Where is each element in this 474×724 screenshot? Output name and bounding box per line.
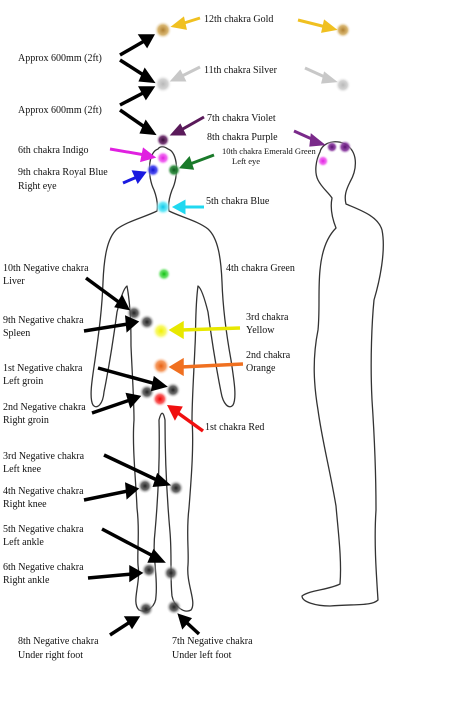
chakra-1-red-dot	[152, 391, 168, 407]
label-negative-6-line1: 6th Negative chakra	[3, 562, 84, 573]
negative-5-left-ankle-dot	[163, 565, 179, 581]
arrow-5-blue	[171, 199, 204, 215]
label-negative-5-line2: Left ankle	[3, 537, 44, 548]
negative-3-left-knee-dot	[168, 480, 184, 496]
label-chakra-12: 12th chakra Gold	[204, 14, 273, 25]
label-chakra-7: 7th chakra Violet	[207, 113, 276, 124]
label-chakra-3-line1: 3rd chakra	[246, 312, 289, 323]
negative-6-right-ankle-dot	[141, 562, 157, 578]
arrow-negative-6	[87, 565, 144, 583]
chakra-6-indigo-dot	[156, 151, 170, 165]
label-negative-10-line1: 10th Negative chakra	[3, 263, 89, 274]
arrow-1-red	[167, 404, 205, 433]
front-body-outline	[90, 146, 236, 612]
chakra-4-green-dot	[157, 267, 171, 281]
negative-8-under-right-foot-dot	[138, 601, 154, 617]
label-negative-4-line2: Right knee	[3, 499, 47, 510]
negative-7-under-left-foot-dot	[166, 599, 182, 615]
arrow-negative-3	[103, 453, 172, 487]
label-chakra-3-line2: Yellow	[246, 325, 275, 336]
chakra-8-purple-dot-side	[338, 140, 352, 154]
chakra-7-violet-dot	[156, 133, 170, 147]
negative-1-left-groin-dot	[165, 382, 181, 398]
arrow-8-purple	[293, 129, 326, 147]
negative-10-liver-dot	[126, 305, 142, 321]
label-chakra-10-line2: Left eye	[232, 156, 260, 166]
label-negative-10-line2: Liver	[3, 276, 25, 287]
label-negative-7-line2: Under left foot	[172, 650, 232, 661]
label-negative-2-line1: 2nd Negative chakra	[3, 402, 86, 413]
arrow-10-emerald	[178, 153, 215, 170]
chakra-12-gold-dot-side	[335, 22, 351, 38]
label-chakra-2-line2: Orange	[246, 363, 276, 374]
label-chakra-6: 6th chakra Indigo	[18, 145, 89, 156]
label-negative-3-line1: 3rd Negative chakra	[3, 451, 85, 462]
arrow-11-silver	[169, 65, 201, 82]
label-negative-6-line2: Right ankle	[3, 575, 50, 586]
label-chakra-10-line1: 10th chakra Emerald Green	[222, 146, 316, 156]
arrows	[83, 16, 338, 637]
label-approx-lower: Approx 600mm (2ft)	[18, 105, 102, 116]
chakra-11-silver-dot	[154, 75, 172, 93]
label-negative-9-line2: Spleen	[3, 328, 30, 339]
label-negative-9-line1: 9th Negative chakra	[3, 315, 84, 326]
arrow-2-orange	[168, 357, 244, 377]
approx-upper-bracket-arrows	[119, 34, 156, 84]
chakra-6-indigo-dot-side	[317, 155, 329, 167]
arrow-12-gold-side	[297, 18, 338, 33]
arrow-9-royal-blue	[122, 170, 147, 185]
arrow-negative-4	[83, 482, 140, 502]
arrow-11-silver-side	[304, 66, 338, 84]
label-negative-1-line2: Left groin	[3, 376, 43, 387]
arrow-negative-7	[177, 613, 201, 636]
arrow-7-violet	[169, 115, 205, 136]
label-approx-upper: Approx 600mm (2ft)	[18, 53, 102, 64]
label-chakra-9-line1: 9th chakra Royal Blue	[18, 167, 108, 178]
side-figure	[301, 141, 384, 607]
negative-2-right-groin-dot	[139, 384, 155, 400]
chakra-5-blue-dot	[155, 199, 171, 215]
label-negative-8-line2: Under right foot	[18, 650, 83, 661]
arrow-negative-2	[91, 392, 142, 415]
label-chakra-4: 4th chakra Green	[226, 263, 295, 274]
arrow-negative-9	[83, 315, 140, 333]
negative-4-right-knee-dot	[137, 478, 153, 494]
label-chakra-9-line2: Right eye	[18, 181, 57, 192]
chakra-dots	[146, 21, 352, 407]
arrow-negative-1	[97, 366, 168, 392]
label-negative-8-line1: 8th Negative chakra	[18, 636, 99, 647]
chakra-12-gold-dot	[154, 21, 172, 39]
chakra-8-purple-dot-side-2	[326, 141, 338, 153]
arrow-3-yellow	[168, 320, 241, 340]
label-negative-3-line2: Left knee	[3, 464, 42, 475]
arrow-negative-10	[84, 276, 131, 311]
label-negative-4-line1: 4th Negative chakra	[3, 486, 84, 497]
side-body-outline	[301, 141, 384, 607]
label-chakra-5: 5th chakra Blue	[206, 196, 270, 207]
label-negative-2-line2: Right groin	[3, 415, 49, 426]
negative-9-spleen-dot	[139, 314, 155, 330]
chakra-2-orange-dot	[152, 357, 170, 375]
chakra-10-emerald-dot	[167, 163, 181, 177]
chakra-9-royal-blue-dot	[146, 163, 160, 177]
arrow-6-indigo	[109, 147, 157, 163]
chakra-11-silver-dot-side	[335, 77, 351, 93]
arrow-12-gold	[170, 16, 201, 30]
approx-lower-bracket-arrows	[119, 86, 157, 136]
labels: 12th chakra Gold Approx 600mm (2ft) 11th…	[3, 14, 316, 661]
front-figure	[90, 146, 236, 612]
label-negative-1-line1: 1st Negative chakra	[3, 363, 83, 374]
arrow-negative-5	[101, 527, 166, 563]
negative-chakra-dots	[126, 305, 184, 617]
label-chakra-11: 11th chakra Silver	[204, 65, 278, 76]
label-chakra-1: 1st chakra Red	[205, 422, 264, 433]
label-negative-5-line1: 5th Negative chakra	[3, 524, 84, 535]
chakra-3-yellow-dot	[152, 322, 170, 340]
arrow-negative-8	[109, 616, 141, 637]
label-negative-7-line1: 7th Negative chakra	[172, 636, 253, 647]
label-chakra-2-line1: 2nd chakra	[246, 350, 291, 361]
label-chakra-8: 8th chakra Purple	[207, 132, 278, 143]
